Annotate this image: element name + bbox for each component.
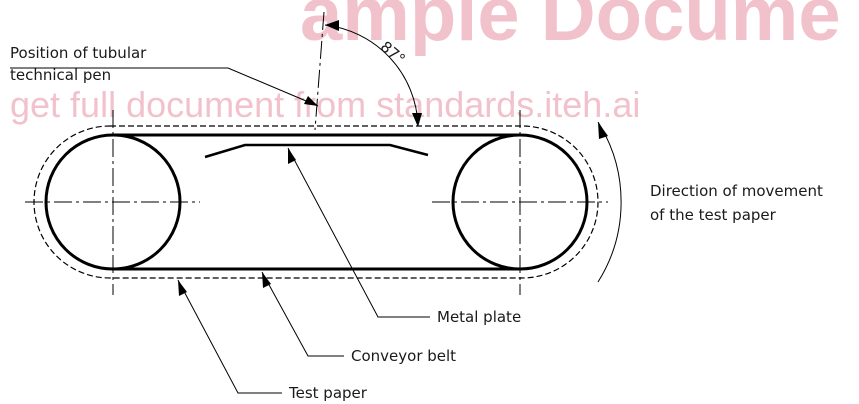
pen-leader-arrow: [304, 96, 318, 106]
pen-label-line-1: Position of tubular: [10, 44, 147, 62]
angle-arrow-bottom: [412, 113, 422, 127]
conveyor-belt-leader: [261, 271, 344, 357]
test-paper-leader: [177, 279, 282, 394]
angle-arrow-top: [325, 20, 339, 31]
test-paper-outline: [33, 125, 599, 279]
metal-plate-label: Metal plate: [437, 308, 521, 326]
watermark-line-2: get full document from standards.iteh.ai: [10, 84, 640, 125]
metal-plate: [204, 143, 429, 159]
direction-label-line-1: Direction of movement: [650, 182, 823, 200]
direction-label-line-2: of the test paper: [650, 206, 777, 224]
direction-arc: [597, 121, 622, 283]
angle-arc: [324, 24, 419, 126]
conveyor-belt-arrow: [262, 272, 271, 288]
pen-axis-line: [314, 11, 325, 131]
direction-arrowhead: [598, 122, 608, 139]
test-paper-arrow: [178, 280, 187, 296]
watermark-line-1: ample Docume: [300, 0, 841, 57]
metal-plate-arrow: [288, 148, 296, 164]
pen-label-line-2: technical pen: [10, 66, 111, 84]
conveyor-belt-label: Conveyor belt: [351, 347, 456, 365]
pen-leader: [10, 67, 319, 107]
test-paper-label: Test paper: [288, 384, 368, 402]
metal-plate-leader: [287, 147, 430, 318]
